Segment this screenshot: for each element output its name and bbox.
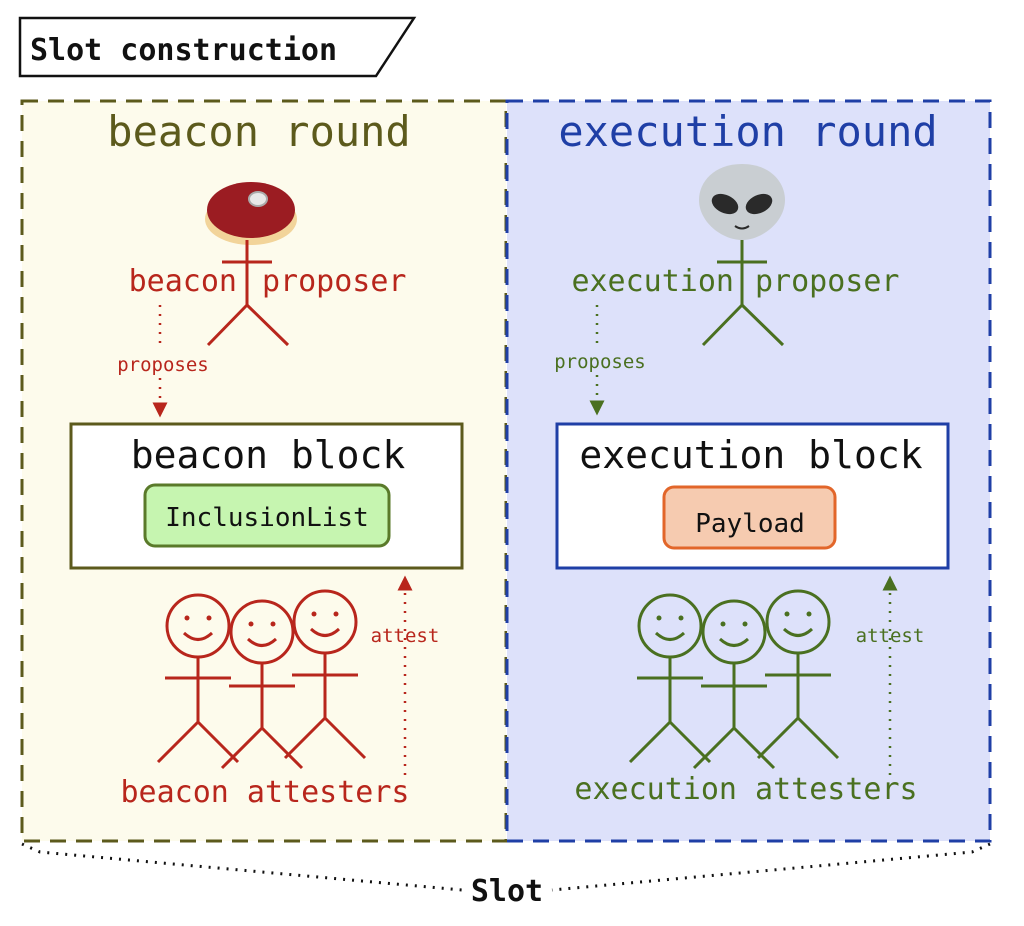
title-tag: Slot construction — [18, 16, 417, 78]
execution-attesters-figures — [628, 589, 840, 770]
execution-proposer-label-left: execution — [571, 264, 734, 299]
execution-attesters-label: execution attesters — [574, 772, 917, 807]
inclusion-list-box — [143, 483, 391, 548]
execution-block: execution block Payload — [555, 422, 950, 570]
beacon-proposes-label: proposes — [117, 354, 209, 376]
execution-proposer-label-right: proposer — [755, 264, 900, 299]
meat-icon — [205, 182, 297, 245]
beacon-attest-label: attest — [371, 625, 440, 647]
beacon-round-panel: beacon round beacon proposer proposes be… — [20, 99, 508, 843]
payload-label: Payload — [695, 509, 805, 539]
payload-box — [662, 485, 837, 550]
execution-attest-label: attest — [856, 625, 925, 647]
execution-proposer-figure — [701, 240, 785, 347]
slot-label: Slot — [471, 874, 543, 909]
page-title: Slot construction — [30, 33, 337, 68]
beacon-round-title: beacon round — [107, 107, 410, 156]
alien-icon — [699, 164, 785, 240]
beacon-proposer-figure — [206, 240, 290, 347]
execution-round-panel: execution round execution proposer propo… — [505, 99, 992, 843]
inclusion-list-label: InclusionList — [165, 503, 369, 533]
beacon-attesters-label: beacon attesters — [121, 775, 410, 810]
beacon-block: beacon block InclusionList — [69, 422, 464, 570]
slot-brace: Slot — [21, 842, 991, 909]
beacon-block-title: beacon block — [131, 433, 406, 477]
execution-block-title: execution block — [579, 433, 922, 477]
beacon-proposer-label-left: beacon — [129, 264, 237, 299]
beacon-attesters-figures — [156, 589, 367, 770]
execution-proposes-label: proposes — [554, 351, 646, 373]
beacon-proposer-label-right: proposer — [262, 264, 407, 299]
execution-round-title: execution round — [558, 107, 937, 156]
